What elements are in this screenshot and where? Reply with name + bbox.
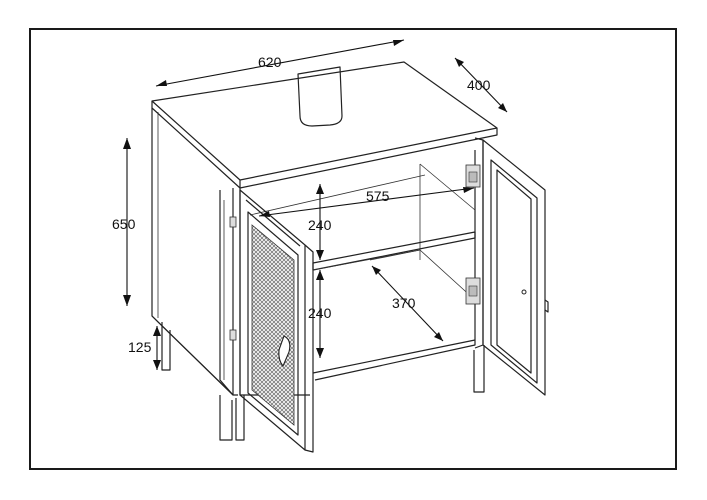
rattan-panel-left xyxy=(251,224,295,426)
dim-lower-label: 240 xyxy=(308,305,332,321)
sink-cutout xyxy=(297,66,343,127)
dim-width: 620 xyxy=(155,39,405,87)
right-door-knob xyxy=(521,289,527,295)
dim-inner-depth: 370 xyxy=(371,265,444,342)
dim-inner-width: 575 xyxy=(258,187,475,217)
right-door xyxy=(465,137,549,396)
leg-front-left xyxy=(219,395,233,441)
left-door xyxy=(239,189,314,453)
leg-back-left xyxy=(161,322,171,371)
dim-inner-depth-label: 370 xyxy=(392,295,416,311)
dim-depth-label: 400 xyxy=(467,77,491,93)
leg-back-right xyxy=(473,345,485,393)
right-hinge-top xyxy=(465,164,481,188)
left-door-handle xyxy=(278,335,291,368)
dim-inner-width-label: 575 xyxy=(366,188,390,204)
left-hinge-bottom xyxy=(229,329,237,341)
worktop xyxy=(151,61,498,189)
dim-upper-label: 240 xyxy=(308,217,332,233)
dim-depth: 400 xyxy=(454,57,508,113)
dim-height-label: 650 xyxy=(112,216,136,232)
left-hinge-top xyxy=(229,216,237,228)
middle-shelf xyxy=(312,231,476,271)
left-side-panel xyxy=(151,108,234,396)
bottom-floor xyxy=(312,339,476,374)
dim-upper-compartment: 240 xyxy=(308,184,332,260)
dim-leg-height: 125 xyxy=(128,326,161,370)
cabinet xyxy=(151,61,549,453)
dim-height: 650 xyxy=(112,138,136,306)
drawing-frame xyxy=(29,28,677,470)
dim-leg-height-label: 125 xyxy=(128,339,152,355)
dim-lower-compartment: 240 xyxy=(308,270,332,358)
right-hinge-bottom xyxy=(465,277,481,305)
dim-width-label: 620 xyxy=(258,54,282,70)
